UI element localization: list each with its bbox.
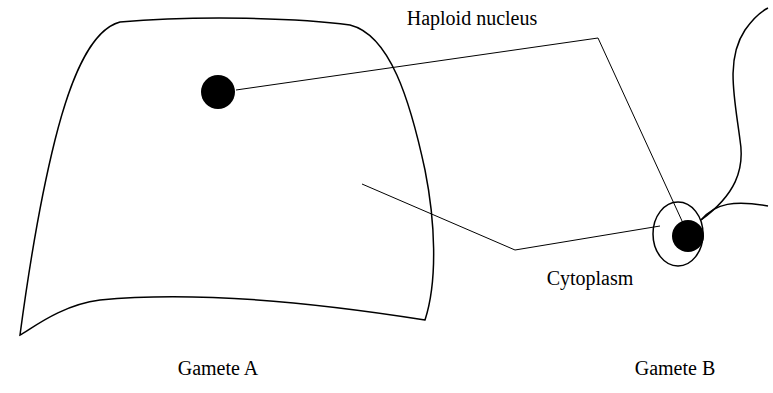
part-label: Gamete B (635, 356, 716, 380)
nucleus-b (672, 220, 704, 252)
gamete-a-outline (20, 18, 434, 335)
leader-line (515, 226, 660, 250)
leader-line (236, 38, 598, 90)
part-label: Cytoplasm (547, 266, 634, 290)
leader-line (598, 38, 688, 234)
part-label: Gamete A (178, 356, 259, 380)
part-label: Haploid nucleus (407, 6, 538, 30)
nucleus-a (201, 75, 235, 109)
flagellum (701, 8, 768, 220)
leader-line (362, 184, 515, 250)
